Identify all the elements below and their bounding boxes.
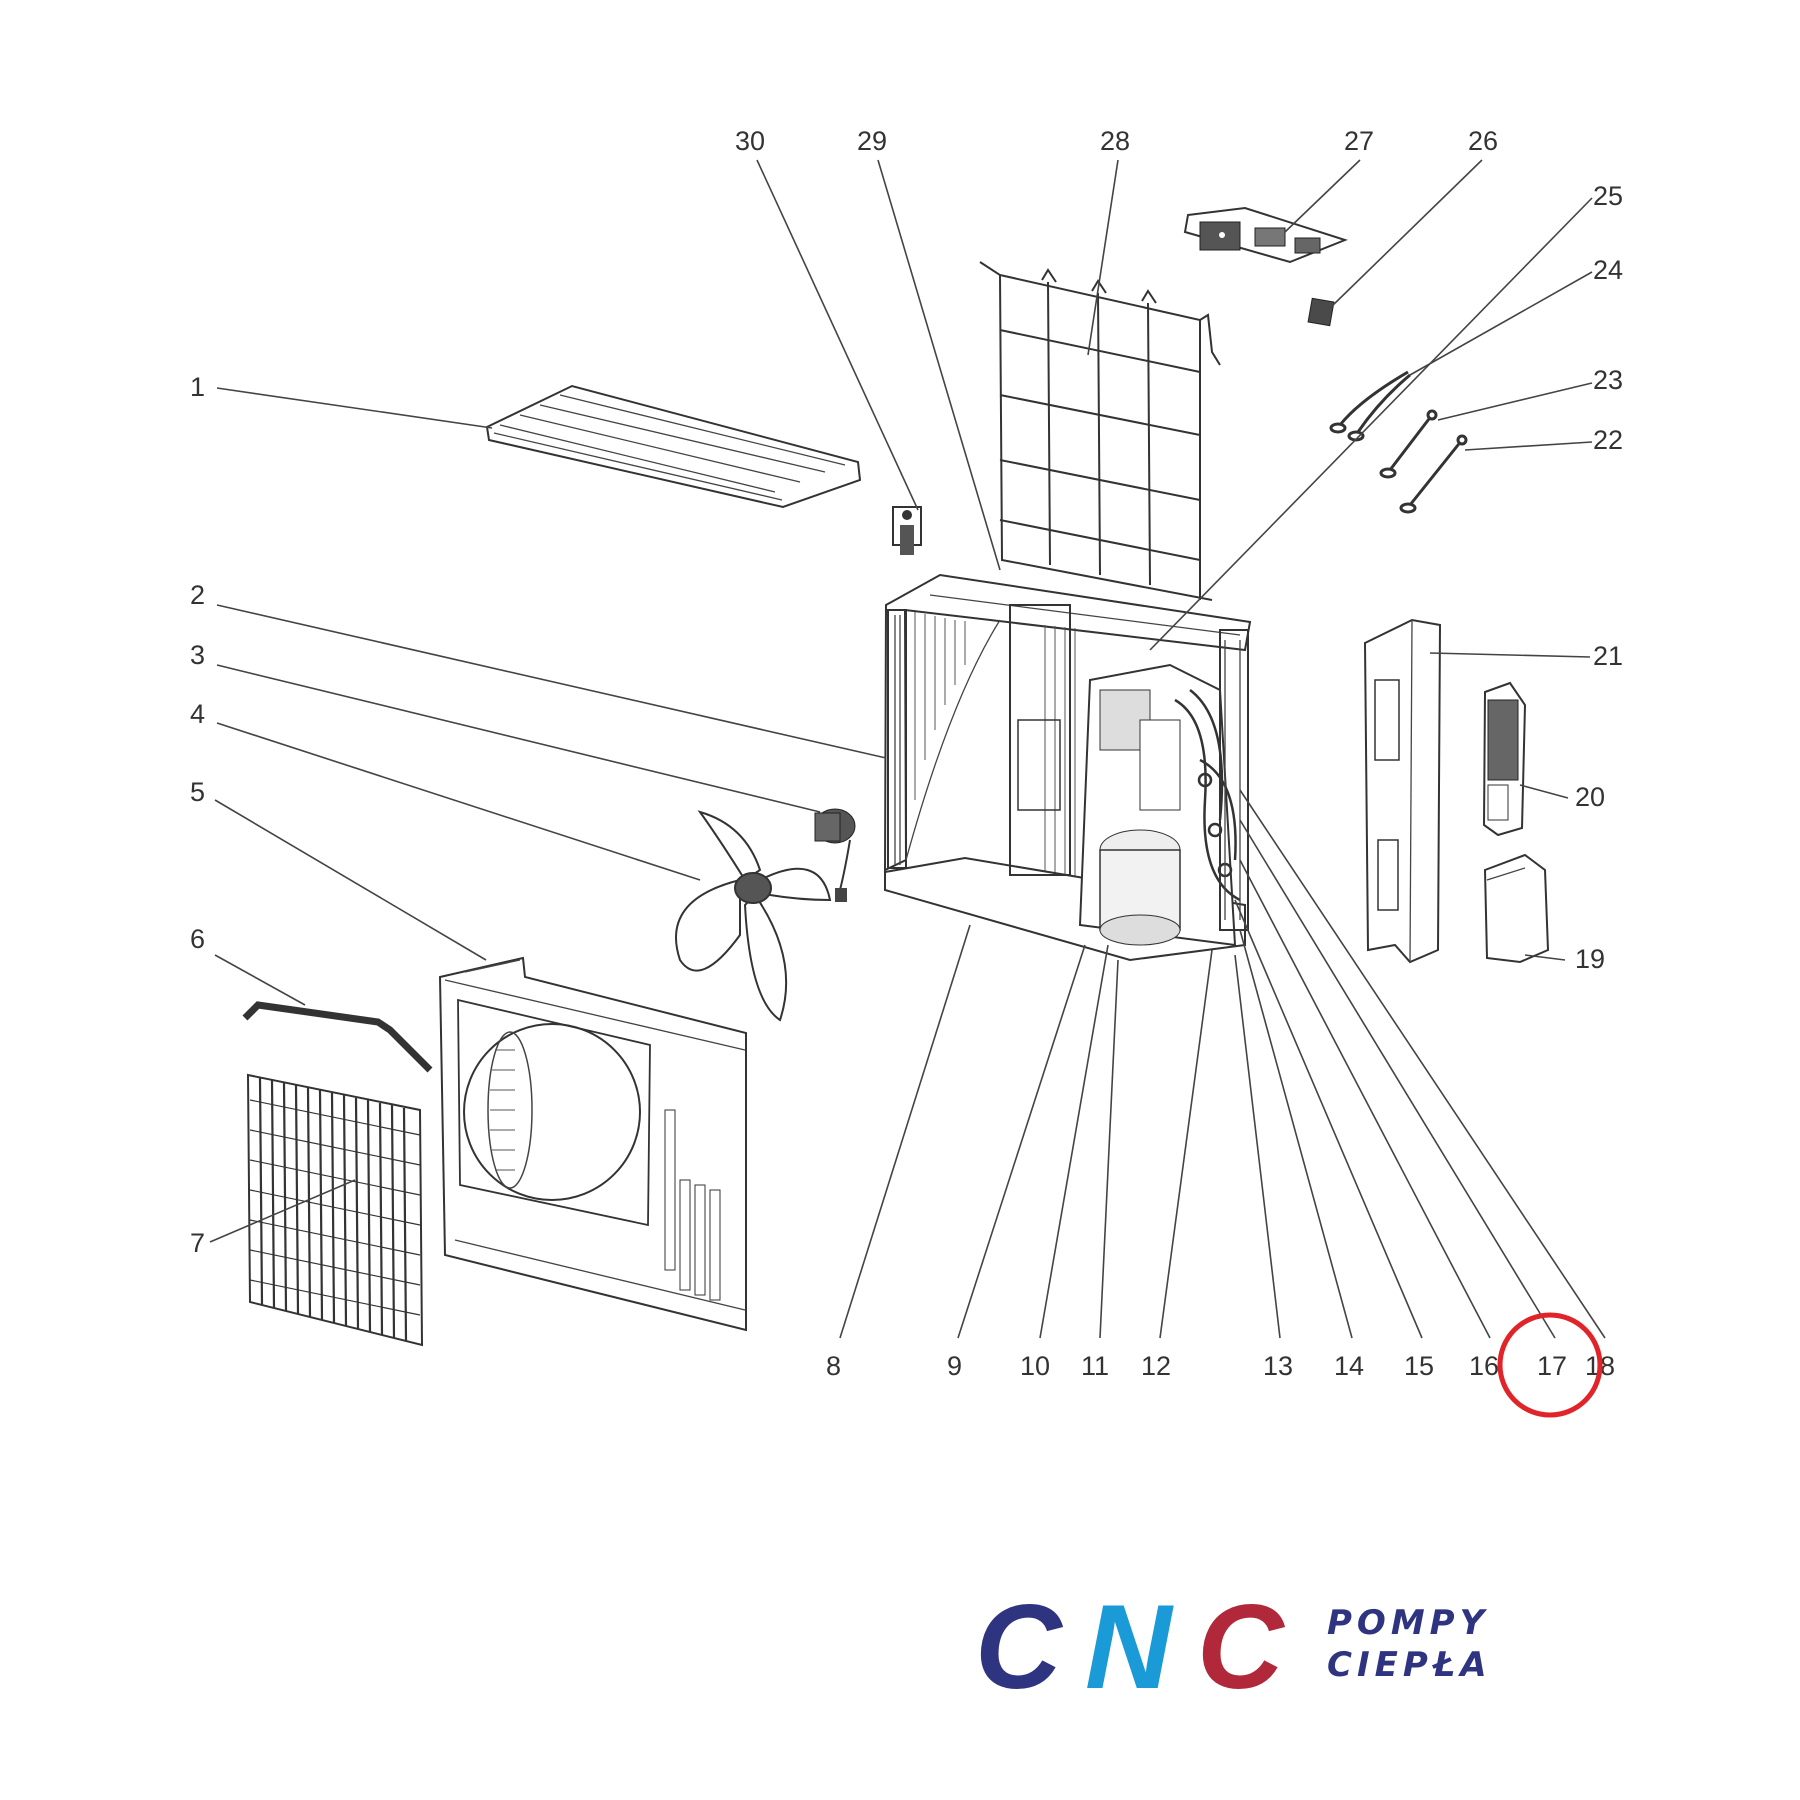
part-rear-grille (979, 261, 1221, 601)
part-label-30: 30 (735, 126, 765, 156)
part-handle (242, 1001, 433, 1073)
part-sensors (1329, 370, 1468, 514)
part-label-10: 10 (1020, 1351, 1050, 1381)
part-label-26: 26 (1468, 126, 1498, 156)
part-label-5: 5 (190, 777, 205, 807)
part-label-11: 11 (1081, 1351, 1109, 1381)
part-front-panel (438, 956, 747, 1332)
part-connector-26 (1307, 297, 1335, 327)
part-label-7: 7 (190, 1228, 205, 1258)
part-label-8: 8 (826, 1351, 841, 1381)
highlight-circle (1497, 1312, 1603, 1418)
part-label-12: 12 (1141, 1351, 1171, 1381)
leader-lines (209, 159, 1606, 1339)
part-label-3: 3 (190, 640, 205, 670)
part-label-19: 19 (1575, 944, 1605, 974)
part-control-board (1183, 206, 1348, 264)
part-label-2: 2 (190, 580, 205, 610)
part-label-16: 16 (1469, 1351, 1499, 1381)
part-label-24: 24 (1593, 255, 1623, 285)
part-label-22: 22 (1593, 425, 1623, 455)
part-label-15: 15 (1404, 1351, 1434, 1381)
part-side-panel (1363, 618, 1442, 964)
part-label-29: 29 (857, 126, 887, 156)
part-fan-guard (246, 1073, 424, 1347)
part-terminal-cover (1483, 853, 1550, 964)
part-valve-cover (1482, 681, 1527, 837)
part-label-9: 9 (947, 1351, 962, 1381)
part-valve-30 (892, 506, 922, 555)
logo-letter-c1: C (975, 1588, 1064, 1698)
part-label-13: 13 (1263, 1351, 1293, 1381)
part-label-28: 28 (1100, 126, 1130, 156)
logo-letter-n: N (1085, 1588, 1174, 1698)
part-label-27: 27 (1344, 126, 1374, 156)
part-label-20: 20 (1575, 782, 1605, 812)
logo-line-pompy: POMPY (1327, 1603, 1489, 1643)
part-label-25: 25 (1593, 181, 1623, 211)
part-fan-motor (814, 808, 856, 902)
part-label-17: 17 (1537, 1351, 1567, 1381)
part-unit-chassis (884, 604, 1249, 962)
part-condenser-coil (883, 573, 1252, 880)
part-label-23: 23 (1593, 365, 1623, 395)
logo-letter-c2: C (1197, 1588, 1286, 1698)
part-label-1: 1 (190, 372, 205, 402)
part-label-4: 4 (190, 699, 205, 729)
part-labels: 1 2 3 4 5 6 7 8 9 10 11 12 13 14 15 16 1… (190, 126, 1623, 1381)
logo-line-ciepla: CIEPŁA (1327, 1645, 1492, 1685)
part-fan-blade (675, 810, 832, 1022)
part-label-14: 14 (1334, 1351, 1364, 1381)
part-label-6: 6 (190, 924, 205, 954)
part-top-panel (485, 384, 862, 509)
part-label-21: 21 (1593, 641, 1623, 671)
cnc-pompy-ciepla-logo: C N C POMPY CIEPŁA (975, 1588, 1492, 1698)
